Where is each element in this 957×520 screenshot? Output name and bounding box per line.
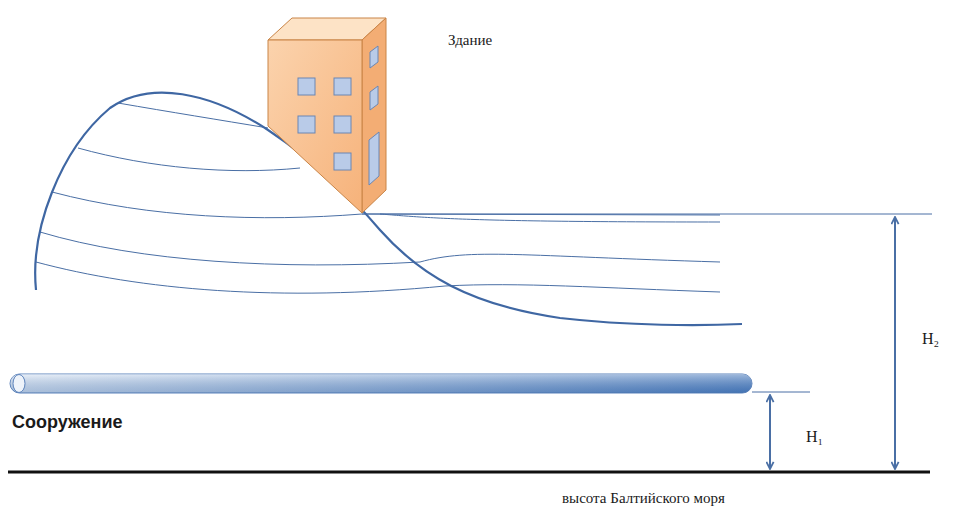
contour-line xyxy=(78,148,300,171)
dimension-arrow xyxy=(769,395,771,469)
label-text: H₁ xyxy=(806,428,823,445)
contour-line xyxy=(40,232,720,265)
building-figure xyxy=(268,18,386,213)
label-text: Сооружение xyxy=(12,412,122,432)
pipe-figure xyxy=(10,374,752,393)
label-text: Здание xyxy=(448,32,492,48)
baseline xyxy=(8,471,930,474)
contour-line xyxy=(380,214,720,222)
contour-line xyxy=(36,262,720,293)
building-front xyxy=(268,40,362,213)
label-text: высота Балтийского моря xyxy=(562,490,725,506)
building-side xyxy=(362,18,386,213)
level-line xyxy=(752,392,810,393)
structure-label: Сооружение xyxy=(12,412,122,433)
dimension-label: H₁ xyxy=(806,428,823,446)
hill-outline xyxy=(35,93,742,325)
building-label: Здание xyxy=(448,32,492,49)
label-text: H₂ xyxy=(922,330,939,347)
baseline-label: высота Балтийского моря xyxy=(562,490,725,507)
building-windows xyxy=(298,46,379,185)
level-line xyxy=(362,214,932,215)
dimension-arrow xyxy=(894,217,896,469)
dimension-label: H₂ xyxy=(922,330,939,348)
